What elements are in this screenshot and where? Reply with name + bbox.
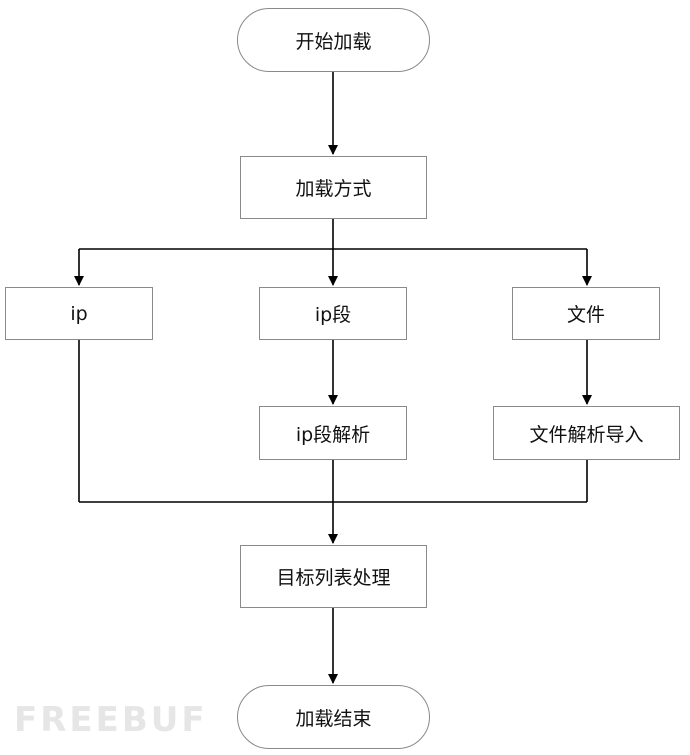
file-node: 文件 [512, 287, 660, 340]
file-parse-import-node: 文件解析导入 [493, 406, 680, 460]
load-method-node: 加载方式 [240, 156, 427, 219]
watermark-logo: FREEBUF [14, 700, 208, 740]
target-processing-node: 目标列表处理 [240, 545, 427, 608]
ip-range-parse-node: ip段解析 [259, 406, 407, 460]
ip-range-node: ip段 [259, 287, 407, 340]
end-node: 加载结束 [237, 685, 430, 749]
ip-node: ip [5, 287, 153, 340]
start-node: 开始加载 [237, 8, 430, 72]
